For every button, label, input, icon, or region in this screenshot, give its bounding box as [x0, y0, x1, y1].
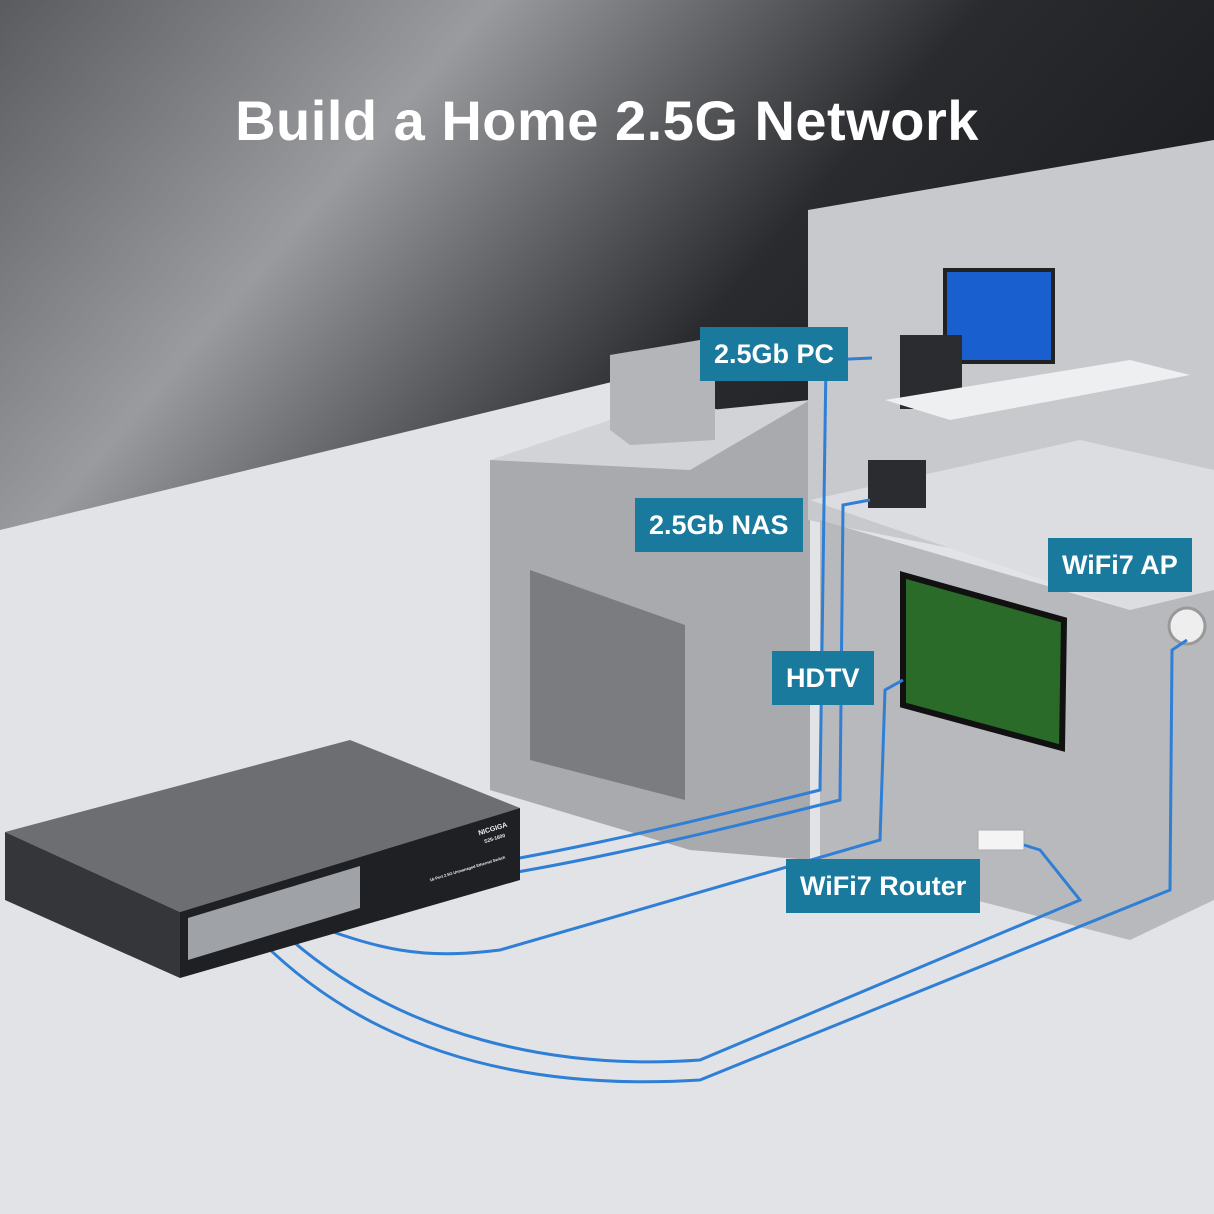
label-2-5gb-pc: 2.5Gb PC	[700, 327, 849, 381]
wifi-ap	[1167, 606, 1207, 646]
label-wifi7-ap: WiFi7 AP	[1048, 538, 1192, 592]
label-2-5gb-nas: 2.5Gb NAS	[635, 498, 803, 552]
small-box	[610, 340, 715, 445]
nas-device	[868, 460, 926, 508]
tv	[900, 571, 1068, 752]
network-switch	[5, 740, 520, 978]
wifi-router	[977, 829, 1025, 851]
monitor	[943, 268, 1055, 364]
page-title: Build a Home 2.5G Network	[235, 89, 979, 152]
doorway	[530, 570, 685, 800]
label-hdtv: HDTV	[772, 651, 874, 705]
label-wifi7-router: WiFi7 Router	[786, 859, 981, 913]
desk	[885, 360, 1190, 420]
